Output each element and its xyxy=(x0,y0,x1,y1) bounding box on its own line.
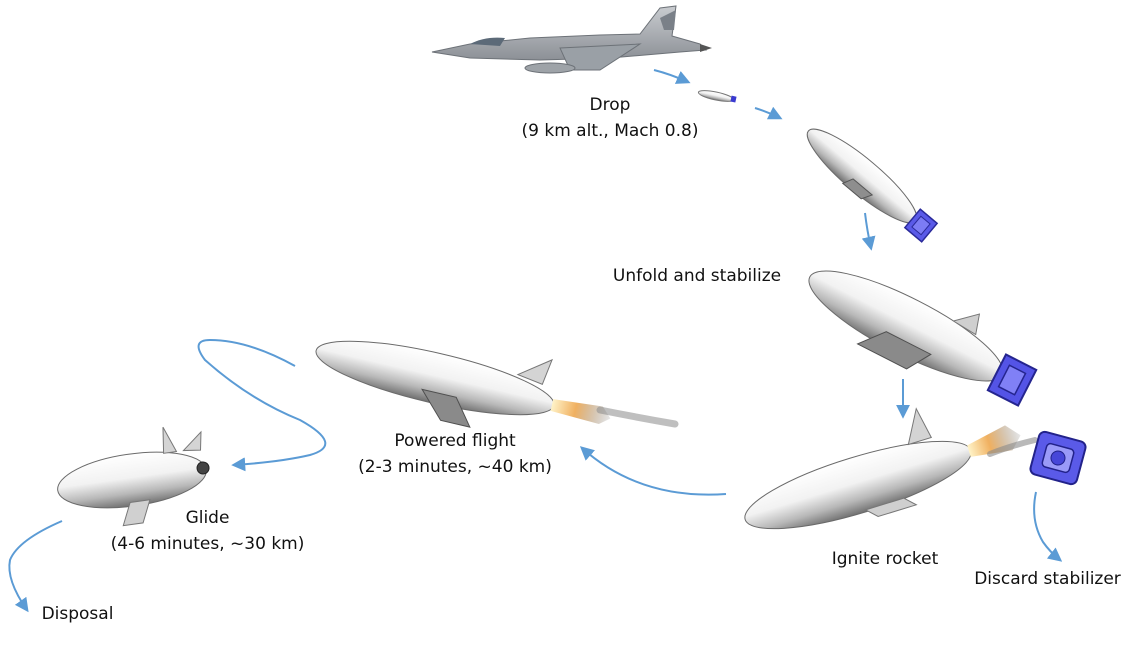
smoke-trail xyxy=(987,437,1038,457)
smoke-trail xyxy=(596,406,679,428)
arrow-glide-to-disposal xyxy=(8,520,63,613)
label-drop-title: Drop xyxy=(589,95,631,115)
vehicle-unfold-stabilize xyxy=(808,270,1038,407)
vehicle-powered-flight xyxy=(315,340,611,428)
label-glide-title: Glide xyxy=(185,508,230,528)
vehicle-ignite-rocket xyxy=(744,407,1021,530)
arrow-stabilizer-discard xyxy=(1033,491,1063,562)
discarded-stabilizer xyxy=(1029,430,1087,486)
jet-aircraft xyxy=(431,5,712,74)
arrow-jet-to-drop xyxy=(653,69,691,84)
label-unfold: Unfold and stabilize xyxy=(612,266,782,286)
flow-arrows xyxy=(8,69,1063,613)
arrow-ignite-to-powered xyxy=(579,446,727,496)
label-glide: Glide (4-6 minutes, ~30 km) xyxy=(100,505,315,557)
label-powered-detail: (2-3 minutes, ~40 km) xyxy=(358,457,552,477)
label-drop-detail: (9 km alt., Mach 0.8) xyxy=(521,121,699,141)
dropped-vehicle-small xyxy=(697,90,737,103)
vehicle-drop-stabilizer xyxy=(806,128,939,243)
label-drop: Drop (9 km alt., Mach 0.8) xyxy=(505,92,715,144)
label-glide-detail: (4-6 minutes, ~30 km) xyxy=(110,534,305,554)
arrow-powered-to-glide xyxy=(197,338,327,472)
stabilizer-box xyxy=(986,353,1038,407)
label-powered-title: Powered flight xyxy=(394,431,516,451)
stabilizer-box xyxy=(903,208,939,243)
label-discard: Discard stabilizer xyxy=(974,569,1121,589)
label-powered-flight: Powered flight (2-3 minutes, ~40 km) xyxy=(345,428,565,480)
vehicle-glide xyxy=(57,426,210,527)
arrow-drop-to-vehicle xyxy=(754,106,783,120)
label-ignite: Ignite rocket xyxy=(831,549,939,569)
label-disposal: Disposal xyxy=(41,604,114,624)
arrow-vehicle-to-unfold xyxy=(861,212,876,251)
